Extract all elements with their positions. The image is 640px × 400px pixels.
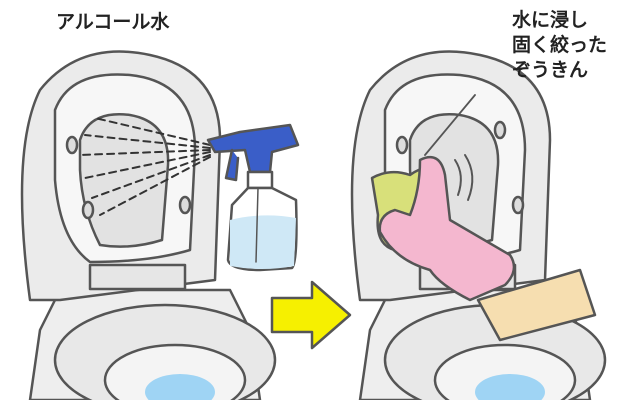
- label-alcohol-water: アルコール水: [56, 11, 170, 33]
- label-wrung-cloth: 水に浸し 固く絞った ぞうきん: [512, 8, 607, 83]
- gloved-hand-with-cloth-icon: [370, 94, 597, 342]
- spray-mist-icon: [79, 117, 211, 216]
- next-arrow-icon: [270, 280, 352, 350]
- label-line: 水に浸し: [512, 9, 589, 31]
- toilet-left-icon: [20, 50, 277, 400]
- spray-bottle-icon: [206, 123, 300, 272]
- label-line: ぞうきん: [512, 59, 589, 81]
- label-line: 固く絞った: [512, 34, 608, 56]
